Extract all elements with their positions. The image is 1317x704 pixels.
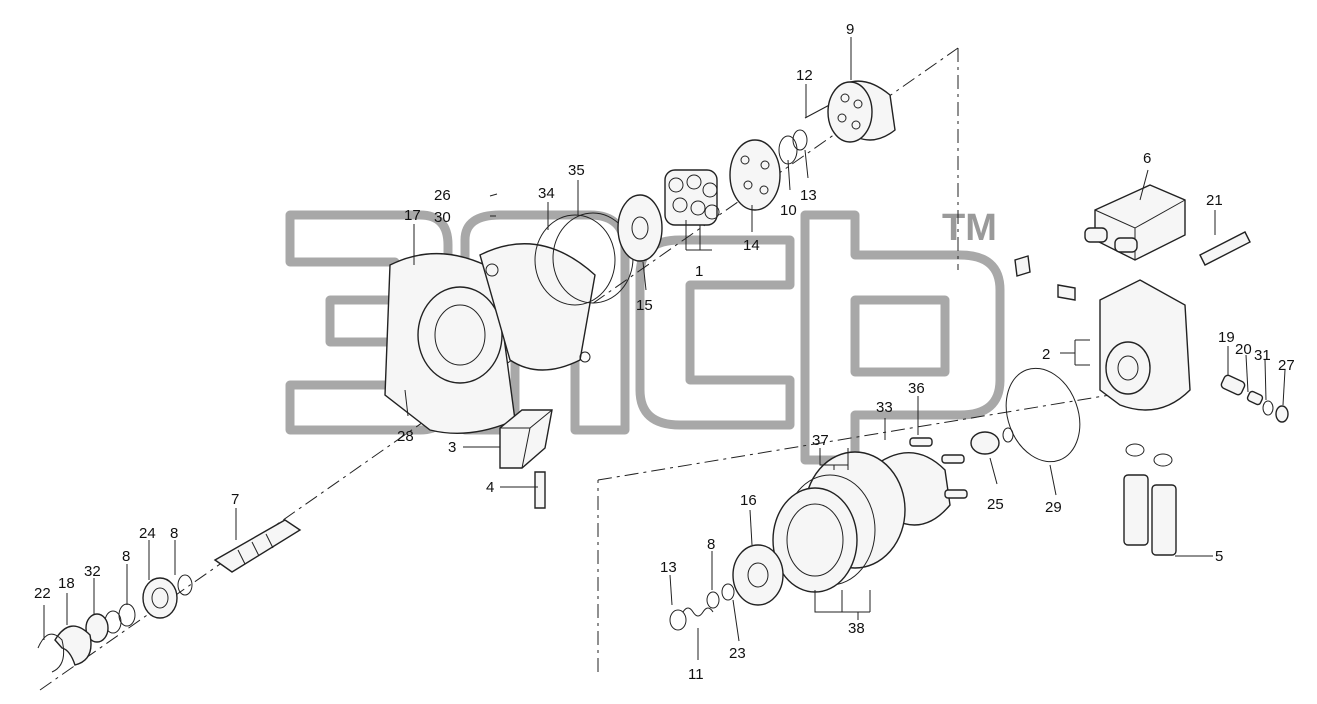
check-valve-parts: [1123, 443, 1177, 556]
callout-32: 32: [84, 563, 101, 580]
callout-labels: 9 12 13 10 14 1 15 35 34 26 30 17 28 3 4…: [34, 21, 1295, 683]
port-block-part: [1014, 255, 1191, 411]
shaft-parts: [37, 519, 302, 673]
callout-4: 4: [486, 479, 494, 496]
callout-8b: 8: [122, 548, 130, 565]
brake-assembly-parts: [772, 437, 968, 593]
callout-17: 17: [404, 207, 421, 224]
callout-29: 29: [1045, 499, 1062, 516]
callout-14: 14: [743, 237, 760, 254]
callout-3: 3: [448, 439, 456, 456]
callout-18: 18: [58, 575, 75, 592]
callout-20: 20: [1235, 341, 1252, 358]
callout-8a: 8: [170, 525, 178, 542]
callout-35: 35: [568, 162, 585, 179]
assembly-axes: [39, 47, 1141, 691]
callout-34: 34: [538, 185, 555, 202]
leader-lines: [43, 37, 1286, 660]
callout-12: 12: [796, 67, 813, 84]
callout-19: 19: [1218, 329, 1235, 346]
callout-16: 16: [740, 492, 757, 509]
callout-2: 2: [1042, 346, 1050, 363]
callout-36: 36: [908, 380, 925, 397]
callout-37: 37: [812, 432, 829, 449]
callout-28: 28: [397, 428, 414, 445]
callout-13b: 13: [660, 559, 677, 576]
callout-7: 7: [231, 491, 239, 508]
callout-26: 26: [434, 187, 451, 204]
callout-23: 23: [729, 645, 746, 662]
watermark-trademark: TM: [942, 207, 997, 249]
callout-5: 5: [1215, 548, 1223, 565]
o-ring-parts: [970, 367, 1081, 463]
callout-11: 11: [688, 666, 704, 683]
callout-30: 30: [434, 209, 451, 226]
callout-27: 27: [1278, 357, 1295, 374]
callout-13a: 13: [800, 187, 817, 204]
callout-21: 21: [1206, 192, 1223, 209]
relief-valve-part: [1084, 184, 1251, 266]
plug-parts: [1220, 374, 1289, 423]
callout-9: 9: [846, 21, 854, 38]
cylinder-parts: [729, 80, 896, 211]
housing-part: [384, 243, 596, 434]
callout-22: 22: [34, 585, 51, 602]
callout-6: 6: [1143, 150, 1151, 167]
callout-25: 25: [987, 496, 1004, 513]
seal-rings: [534, 194, 663, 306]
callout-31: 31: [1254, 347, 1271, 364]
callout-10: 10: [780, 202, 797, 219]
callout-38: 38: [848, 620, 865, 637]
callout-15: 15: [636, 297, 653, 314]
callout-1: 1: [695, 263, 703, 280]
callout-33: 33: [876, 399, 893, 416]
piston-group: [664, 169, 720, 226]
callout-24: 24: [139, 525, 156, 542]
valve-block-part: [499, 409, 553, 509]
callout-8c: 8: [707, 536, 715, 553]
front-rings-parts: [669, 544, 784, 631]
